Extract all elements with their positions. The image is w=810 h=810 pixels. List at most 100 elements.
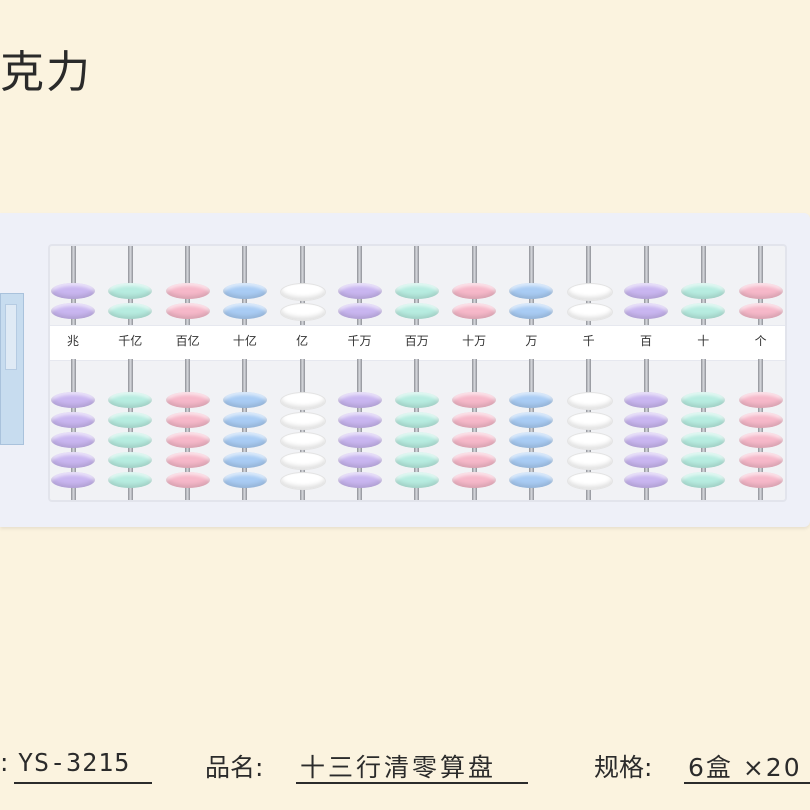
lower-bead[interactable] xyxy=(566,452,613,470)
upper-bead[interactable] xyxy=(624,303,668,319)
lower-bead[interactable] xyxy=(51,432,95,448)
upper-bead[interactable] xyxy=(394,303,439,319)
upper-bead[interactable] xyxy=(280,283,327,301)
rod-lower xyxy=(414,359,420,500)
lower-bead[interactable] xyxy=(337,432,382,448)
upper-bead[interactable] xyxy=(222,283,267,299)
upper-bead[interactable] xyxy=(681,283,726,299)
lower-bead[interactable] xyxy=(165,412,210,428)
lower-bead[interactable] xyxy=(509,472,554,488)
upper-bead[interactable] xyxy=(51,303,95,319)
lower-bead[interactable] xyxy=(624,432,668,448)
lower-bead[interactable] xyxy=(681,392,726,408)
place-value-label: 亿 xyxy=(296,334,309,348)
lower-bead[interactable] xyxy=(509,432,554,448)
upper-bead[interactable] xyxy=(509,283,554,299)
lower-bead[interactable] xyxy=(165,392,210,408)
upper-bead[interactable] xyxy=(280,303,327,321)
lower-bead[interactable] xyxy=(681,452,726,468)
lower-bead[interactable] xyxy=(51,452,95,468)
upper-bead[interactable] xyxy=(108,303,153,319)
upper-bead[interactable] xyxy=(337,303,382,319)
upper-bead[interactable] xyxy=(394,283,439,299)
lower-bead[interactable] xyxy=(452,452,497,468)
place-value-label: 百 xyxy=(639,334,652,348)
lower-bead[interactable] xyxy=(51,412,95,428)
lower-bead[interactable] xyxy=(51,472,95,488)
lower-bead[interactable] xyxy=(681,412,726,428)
lower-bead[interactable] xyxy=(624,452,668,468)
lower-bead[interactable] xyxy=(738,452,783,468)
lower-bead[interactable] xyxy=(108,472,153,488)
lower-bead[interactable] xyxy=(394,432,439,448)
lower-bead[interactable] xyxy=(337,412,382,428)
lower-bead[interactable] xyxy=(337,472,382,488)
lower-bead[interactable] xyxy=(51,392,95,408)
upper-bead[interactable] xyxy=(452,303,497,319)
lower-bead[interactable] xyxy=(624,392,668,408)
lower-bead[interactable] xyxy=(222,432,267,448)
lower-bead[interactable] xyxy=(222,412,267,428)
lower-bead[interactable] xyxy=(509,412,554,428)
lower-bead[interactable] xyxy=(681,472,726,488)
lower-bead[interactable] xyxy=(624,412,668,428)
upper-bead[interactable] xyxy=(681,303,726,319)
lower-bead[interactable] xyxy=(566,412,613,430)
upper-bead[interactable] xyxy=(738,303,783,319)
upper-bead[interactable] xyxy=(222,303,267,319)
lower-bead[interactable] xyxy=(452,432,497,448)
lower-bead[interactable] xyxy=(394,452,439,468)
upper-bead[interactable] xyxy=(51,283,95,299)
lower-bead[interactable] xyxy=(337,452,382,468)
upper-bead[interactable] xyxy=(108,283,153,299)
lower-bead[interactable] xyxy=(222,472,267,488)
upper-bead[interactable] xyxy=(738,283,783,299)
place-value-label: 千万 xyxy=(347,334,372,348)
lower-bead[interactable] xyxy=(394,392,439,408)
upper-bead[interactable] xyxy=(165,283,210,299)
upper-bead[interactable] xyxy=(452,283,497,299)
lower-bead[interactable] xyxy=(452,412,497,428)
lower-bead[interactable] xyxy=(394,412,439,428)
lower-bead[interactable] xyxy=(624,472,668,488)
lower-bead[interactable] xyxy=(509,452,554,468)
place-value-label: 万 xyxy=(525,334,538,348)
lower-bead[interactable] xyxy=(452,472,497,488)
lower-bead[interactable] xyxy=(509,392,554,408)
lower-bead[interactable] xyxy=(738,412,783,428)
upper-deck xyxy=(50,246,785,325)
lower-bead[interactable] xyxy=(280,392,327,410)
lower-bead[interactable] xyxy=(738,472,783,488)
lower-bead[interactable] xyxy=(452,392,497,408)
lower-bead[interactable] xyxy=(108,432,153,448)
upper-bead[interactable] xyxy=(566,283,613,301)
lower-bead[interactable] xyxy=(337,392,382,408)
upper-bead[interactable] xyxy=(509,303,554,319)
lower-bead[interactable] xyxy=(681,432,726,448)
upper-bead[interactable] xyxy=(337,283,382,299)
rod-lower xyxy=(242,359,248,500)
lower-bead[interactable] xyxy=(280,432,327,450)
lower-bead[interactable] xyxy=(280,452,327,470)
lower-bead[interactable] xyxy=(165,472,210,488)
lower-bead[interactable] xyxy=(394,472,439,488)
upper-bead[interactable] xyxy=(165,303,210,319)
reset-slider[interactable] xyxy=(0,293,24,445)
lower-bead[interactable] xyxy=(108,452,153,468)
lower-bead[interactable] xyxy=(222,392,267,408)
lower-bead[interactable] xyxy=(108,412,153,428)
lower-bead[interactable] xyxy=(222,452,267,468)
lower-bead[interactable] xyxy=(280,472,327,490)
rod-lower xyxy=(700,359,706,500)
upper-bead[interactable] xyxy=(624,283,668,299)
lower-bead[interactable] xyxy=(280,412,327,430)
lower-bead[interactable] xyxy=(738,392,783,408)
lower-bead[interactable] xyxy=(165,432,210,448)
lower-bead[interactable] xyxy=(566,432,613,450)
upper-bead[interactable] xyxy=(566,303,613,321)
lower-bead[interactable] xyxy=(566,392,613,410)
lower-bead[interactable] xyxy=(738,432,783,448)
lower-bead[interactable] xyxy=(108,392,153,408)
lower-bead[interactable] xyxy=(566,472,613,490)
lower-bead[interactable] xyxy=(165,452,210,468)
